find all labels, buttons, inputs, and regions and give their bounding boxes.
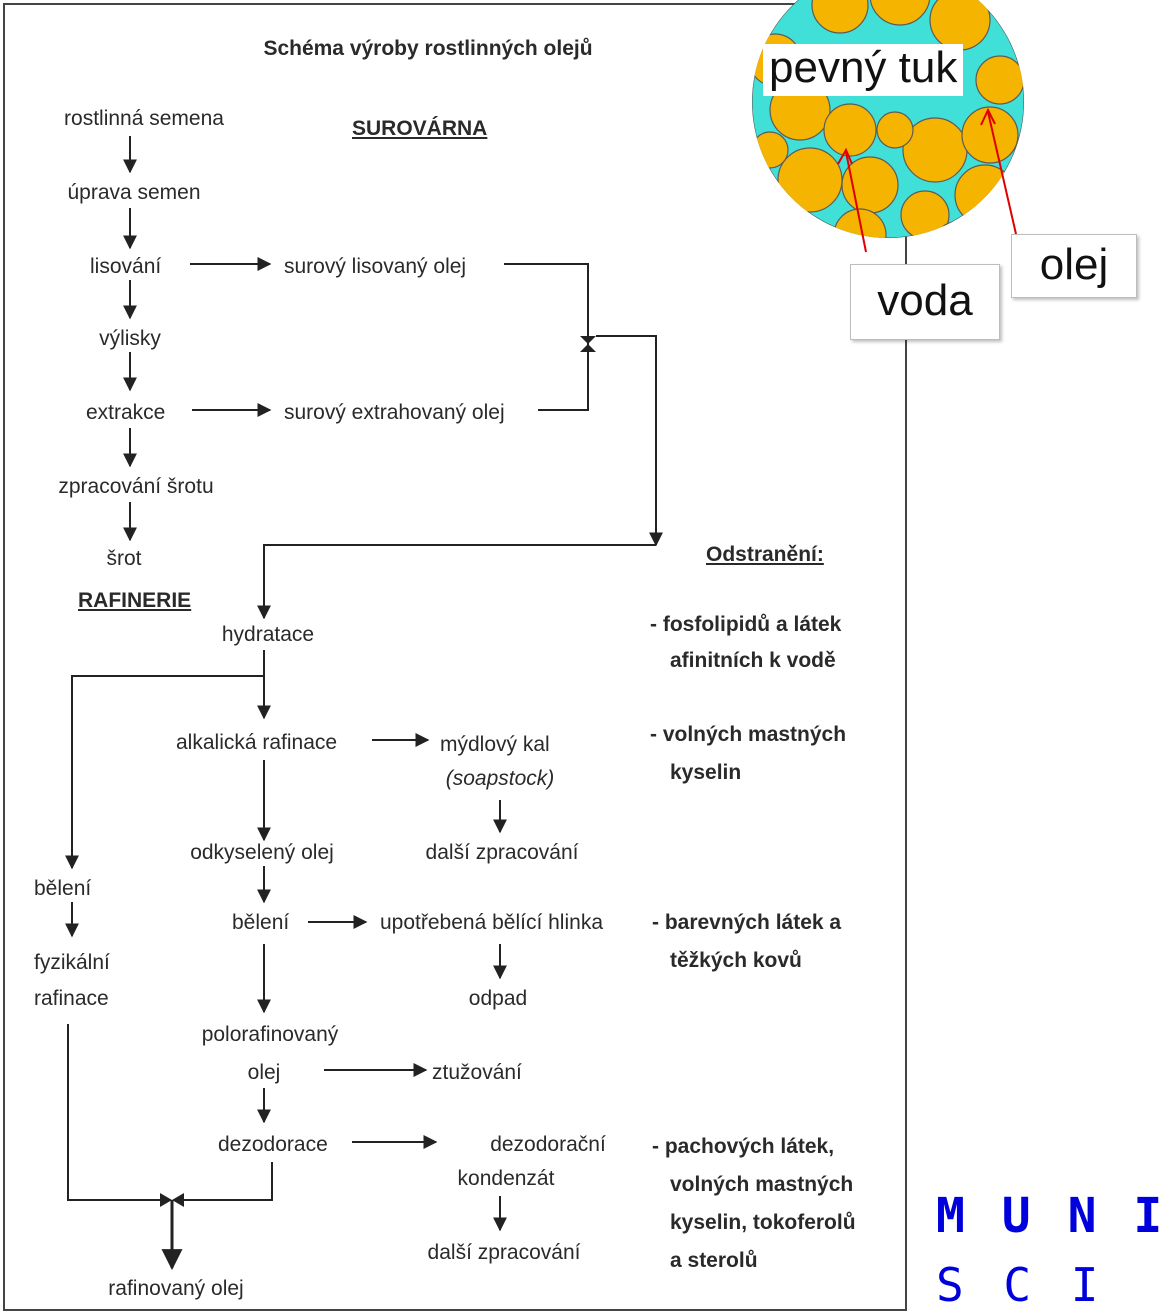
removal-note-2-line1: - volných mastných xyxy=(650,723,847,746)
node-surovy-lisovany-olej: surový lisovaný olej xyxy=(284,255,467,278)
removal-note-3-line1: - barevných látek a xyxy=(652,911,842,934)
emulsion-illustration xyxy=(752,0,1024,253)
node-dalsi-zpracovani-1: další zpracování xyxy=(425,841,579,864)
node-dezodorace: dezodorace xyxy=(218,1133,328,1156)
node-soapstock: (soapstock) xyxy=(445,767,555,790)
diagram-border xyxy=(3,3,907,1311)
label-olej: olej xyxy=(1011,234,1137,298)
removal-note-1-line1: - fosfolipidů a látek xyxy=(650,613,842,636)
node-beleni: bělení xyxy=(232,911,290,934)
logo-sci: S C I xyxy=(936,1258,1105,1312)
diagram-title: Schéma výroby rostlinných olejů xyxy=(263,37,593,60)
line-extrahovany-merge xyxy=(538,345,589,411)
node-odpad: odpad xyxy=(468,987,528,1010)
removal-note-1-line2: afinitních k vodě xyxy=(670,649,836,672)
line-merge-to-rafinerie xyxy=(596,335,663,547)
section-odstraneni: Odstranění: xyxy=(706,543,824,566)
node-dalsi-zpracovani-2: další zpracování xyxy=(427,1241,581,1264)
label-voda: voda xyxy=(850,264,1000,340)
node-zpracovani-srotu: zpracování šrotu xyxy=(58,475,214,498)
node-fyzikalni: fyzikální xyxy=(34,951,110,974)
arrow-olej xyxy=(987,111,1017,235)
line-lisovany-merge xyxy=(504,263,589,345)
line-to-hydratace xyxy=(257,544,656,620)
node-rostlinna-semena: rostlinná semena xyxy=(64,107,224,130)
node-hydratace: hydratace xyxy=(221,623,315,646)
node-surovy-extrahovany-olej: surový extrahovaný olej xyxy=(284,401,505,424)
node-polorafinovany: polorafinovaný xyxy=(201,1023,339,1046)
node-kondenzat: kondenzát xyxy=(457,1167,555,1190)
node-upotrebena-belici-hlinka: upotřebená bělící hlinka xyxy=(380,911,603,934)
node-srot: šrot xyxy=(106,547,142,570)
line-fyzikalni-merge xyxy=(67,1024,160,1201)
node-rafinovany-olej: rafinovaný olej xyxy=(108,1277,244,1300)
removal-note-4-line1: - pachových látek, xyxy=(652,1135,835,1158)
node-uprava-semen: úprava semen xyxy=(67,181,201,204)
label-pevny-tuk: pevný tuk xyxy=(763,44,964,96)
node-alkalicka-rafinace: alkalická rafinace xyxy=(176,731,338,754)
removal-note-3-line2: těžkých kovů xyxy=(670,949,802,972)
section-rafinerie: RAFINERIE xyxy=(78,589,192,612)
node-olej: olej xyxy=(247,1061,281,1084)
bowtie-merge xyxy=(580,336,596,352)
removal-note-2-line2: kyselin xyxy=(670,761,742,784)
node-beleni-left: bělení xyxy=(34,877,92,900)
line-dezodorace-merge xyxy=(184,1162,273,1201)
node-vylisky: výlisky xyxy=(99,327,161,350)
section-surovarna: SUROVÁRNA xyxy=(352,117,488,140)
node-extrakce: extrakce xyxy=(86,401,166,424)
node-rafinace: rafinace xyxy=(34,987,109,1010)
removal-note-4-line4: a sterolů xyxy=(670,1249,758,1272)
node-dezodoracni: dezodorační xyxy=(490,1133,606,1156)
node-ztuzovani: ztužování xyxy=(432,1061,522,1084)
removal-note-4-line2: volných mastných xyxy=(670,1173,854,1196)
node-odkyseleny-olej: odkyselený olej xyxy=(190,841,334,864)
removal-note-4-line3: kyselin, tokoferolů xyxy=(670,1211,856,1234)
logo-muni: M U N I xyxy=(936,1188,1160,1244)
node-mydlovy-kal: mýdlový kal xyxy=(440,733,550,756)
arrow-voda xyxy=(845,151,867,253)
branch-to-beleni-left xyxy=(65,675,264,870)
node-lisovani: lisování xyxy=(90,255,162,278)
